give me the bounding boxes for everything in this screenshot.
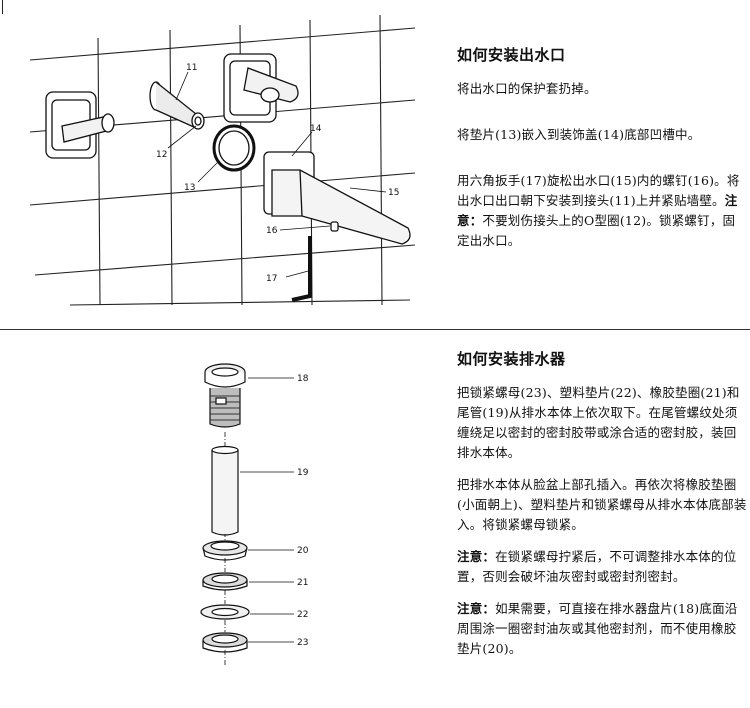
- section-divider: [0, 329, 750, 330]
- callout-22: 22: [297, 610, 308, 620]
- spout-instructions: 如何安装出水口 将出水口的保护套扔掉。 将垫片(13)嵌入到装饰盖(14)底部凹…: [457, 44, 747, 251]
- wall-tiles: [29, 14, 416, 306]
- drain-section-title: 如何安装排水器: [457, 350, 566, 368]
- callout-11: 11: [186, 63, 197, 73]
- callout-18: 18: [297, 374, 309, 384]
- drain-illustration: 18 19 20 21 22 23: [200, 363, 309, 667]
- spout-section-title: 如何安装出水口: [457, 46, 566, 64]
- callout-20: 20: [297, 546, 309, 556]
- drain-para-4-note: 注意：: [457, 601, 496, 616]
- spout-step-2: 将垫片(13)嵌入到装饰盖(14)底部凹槽中。: [457, 127, 701, 142]
- callout-21: 21: [297, 578, 308, 588]
- callout-15: 15: [388, 188, 399, 198]
- hex-key-17: [291, 236, 312, 302]
- drain-para-3-note: 注意：: [457, 549, 496, 564]
- spout-15: [271, 169, 411, 245]
- drain-para-4-text: 如果需要，可直接在排水器盘片(18)底面沿周围涂一圈密封油灰或其他密封剂，而不使…: [457, 601, 738, 656]
- callout-17: 17: [266, 274, 277, 284]
- spout-step-1: 将出水口的保护套扔掉。: [457, 81, 597, 96]
- spout-step-3: 用六角扳手(17)旋松出水口(15)内的螺钉(16)。将出水口出口朝下安装到接头…: [457, 171, 747, 251]
- callout-16: 16: [266, 226, 278, 236]
- drain-para-3-text: 在锁紧螺母拧紧后，不可调整排水本体的位置，否则会破坏油灰密封或密封剂密封。: [457, 549, 737, 584]
- callout-14: 14: [310, 124, 322, 134]
- right-handle-lever: [243, 67, 299, 103]
- drain-para-4: 注意：如果需要，可直接在排水器盘片(18)底面沿周围涂一圈密封油灰或其他密封剂，…: [457, 599, 747, 659]
- drain-instructions: 如何安装排水器 把锁紧螺母(23)、塑料垫片(22)、橡胶垫圈(21)和尾管(1…: [457, 348, 747, 659]
- spout-step-3-text: 用六角扳手(17)旋松出水口(15)内的螺钉(16)。将出水口出口朝下安装到接头…: [457, 173, 740, 208]
- drain-para-3: 注意：在锁紧螺母拧紧后，不可调整排水本体的位置，否则会破坏油灰密封或密封剂密封。: [457, 547, 747, 587]
- callout-23: 23: [297, 638, 308, 648]
- spout-illustration: 11 12 13 14 15 16 17: [29, 14, 416, 306]
- tail-pipe-19: [211, 450, 239, 536]
- page-edge-mark: [2, 0, 3, 14]
- callout-13: 13: [184, 183, 195, 193]
- drain-para-2: 把排水本体从脸盆上部孔插入。再依次将橡胶垫圈(小面朝上)、塑料垫片和锁紧螺母从排…: [457, 477, 747, 532]
- callout-12: 12: [156, 150, 167, 160]
- callout-19: 19: [297, 468, 309, 478]
- drain-para-1: 把锁紧螺母(23)、塑料垫片(22)、橡胶垫圈(21)和尾管(19)从排水本体上…: [457, 385, 740, 460]
- spout-step-3-note: 注意：: [457, 193, 738, 228]
- spout-step-3-text-cont: 不要划伤接头上的O型圈(12)。锁紧螺钉，固定出水口。: [457, 213, 736, 248]
- screw-16: [330, 221, 339, 232]
